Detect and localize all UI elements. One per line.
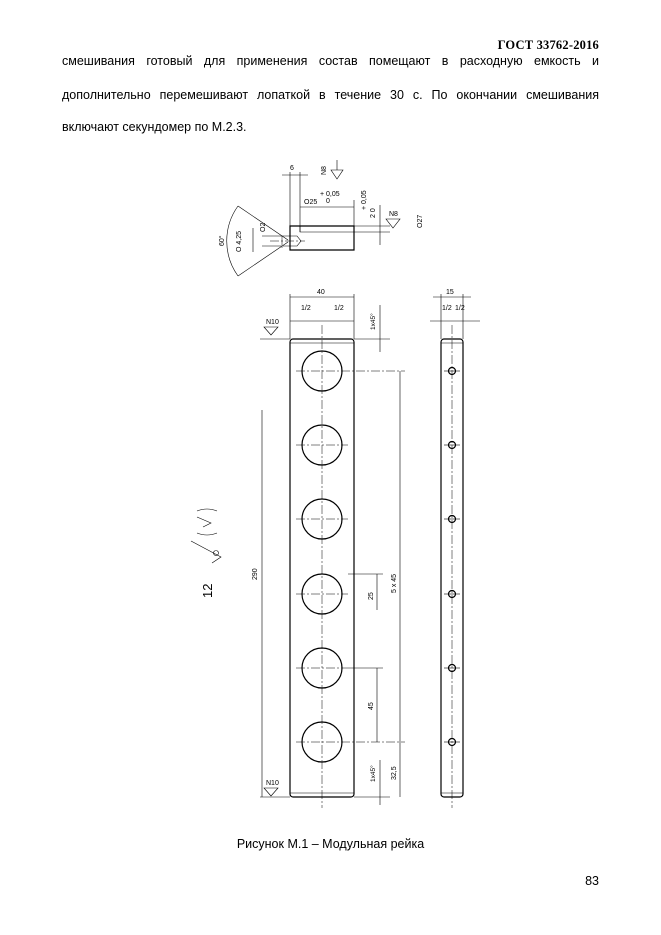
front-length: 290: [252, 568, 259, 580]
roughness-note: 12: [190, 508, 222, 598]
detail-dia-25: О25: [304, 199, 317, 206]
body-line-2: дополнительно перемешивают лопаткой в те…: [62, 88, 599, 102]
front-dim-45: 45: [368, 702, 375, 710]
front-width: 40: [317, 289, 325, 296]
roughness-symbol: [190, 508, 222, 564]
detail-dia-27: О27: [417, 215, 424, 228]
front-chamfer-top: 1x45°: [369, 313, 377, 330]
detail-tol-upper: + 0,05: [320, 191, 340, 198]
front-dim-25: 25: [368, 592, 375, 600]
page-number: 83: [585, 874, 599, 888]
detail-finish-right: N8: [389, 211, 398, 218]
side-view: 15 1/2 1/2: [430, 289, 480, 808]
standard-number: ГОСТ 33762-2016: [497, 38, 599, 52]
front-half-right: 1/2: [334, 305, 344, 312]
front-finish-bottom: N10: [266, 780, 279, 787]
roughness-value: 12: [200, 584, 215, 598]
detail-dim-6: 6: [290, 165, 294, 172]
side-half-left: 1/2: [442, 305, 452, 312]
front-view: 40 1/2 1/2 1x45° N10 290 5 x 45 25 45 32…: [252, 289, 405, 808]
body-line-3: включают секундомер по М.2.3.: [62, 120, 247, 134]
detail-angle: 60°: [218, 235, 226, 246]
front-pitch-count: 5 x 45: [391, 574, 398, 593]
body-line-1: смешивания готовый для применения состав…: [62, 54, 599, 68]
detail-dim2-tol-upper: + 0,05: [361, 190, 368, 210]
detail-tol-zero: 0: [326, 198, 330, 205]
detail-dia-4-25: О 4,25: [236, 231, 243, 252]
side-half-right: 1/2: [455, 305, 465, 312]
detail-dim-2: О2: [260, 223, 267, 232]
front-half-left: 1/2: [301, 305, 311, 312]
figure-caption: Рисунок М.1 – Модульная рейка: [236, 837, 425, 851]
detail-dim2-tol-base: 2 0: [370, 208, 377, 218]
front-dim-32-5: 32,5: [391, 766, 398, 780]
detail-view: 6 N8 + 0,05 0 О25 + 0,05 2 0 N8 О27 О2 О…: [218, 160, 424, 277]
front-finish-top: N10: [266, 319, 279, 326]
front-chamfer-bottom: 1x45°: [369, 765, 377, 782]
detail-finish-top: N8: [321, 166, 328, 175]
side-width: 15: [446, 289, 454, 296]
